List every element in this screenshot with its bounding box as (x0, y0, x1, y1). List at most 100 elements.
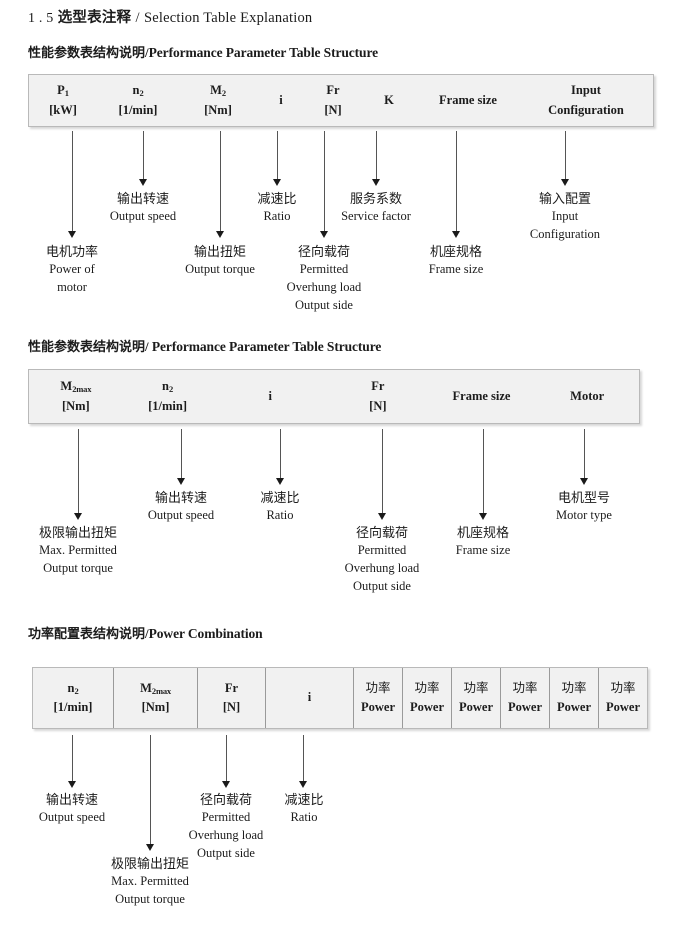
annotation-output-speed-1: 输出转速 Output speed (88, 190, 198, 226)
annotation-output-torque: 输出扭矩 Output torque (165, 243, 275, 279)
leader-line-frame-size (456, 131, 457, 232)
table3-col-i-line1: i (307, 690, 312, 705)
power-combination-table: n2 [1/min] M2max [Nm] Fr [N] i 功率 Power … (32, 667, 648, 729)
table3-col-power-6-cn: 功率 (610, 680, 636, 695)
arrow-motor-type (580, 478, 588, 485)
table1-col-n2-line1: n2 (132, 83, 144, 99)
section3-heading-english: Power Combination (148, 626, 263, 641)
table2-col-frame-size: Frame size (428, 370, 536, 423)
table3-col-power-3-cn: 功率 (463, 680, 489, 695)
leader-line-service-factor (376, 131, 377, 180)
table3-col-power-5-cn: 功率 (561, 680, 587, 695)
annotation-input-configuration-en-2: Configuration (529, 227, 601, 242)
arrow-output-speed (139, 179, 147, 186)
table2-col-fr-line1: Fr (371, 379, 385, 394)
table2-col-fr-line2: [N] (369, 398, 387, 413)
page-title-separator: / (135, 10, 140, 26)
table3-col-n2-line2: [1/min] (53, 700, 93, 714)
section-heading-english: Performance Parameter Table Structure (148, 45, 378, 60)
table1-col-m2: M2 [Nm] (179, 75, 257, 126)
table1-col-frame-size: Frame size (417, 75, 519, 126)
annotation-input-configuration-cn: 输入配置 (538, 191, 591, 206)
annotation-output-speed-en-2: Output speed (147, 508, 215, 523)
table1-col-fr-line1: Fr (326, 83, 340, 98)
annotation-power-of-motor-en-2: motor (57, 280, 87, 295)
annotation-output-speed-cn: 输出转速 (116, 191, 169, 206)
annotation-ratio-en-2: Ratio (266, 508, 294, 523)
annotation-max-output-torque-cn-2: 极限输出扭矩 (38, 525, 117, 540)
table3-col-n2-line1: n2 (67, 680, 79, 696)
arrow-overhung-load-3 (222, 781, 230, 788)
table2-col-n2: n2 [1/min] (123, 370, 213, 423)
table3-col-fr-line2: [N] (222, 700, 241, 714)
table2-col-n2-line2: [1/min] (148, 398, 187, 413)
leader-line-output-speed-3 (72, 735, 73, 782)
table1-col-p1-line2: [kW] (49, 102, 77, 117)
annotation-power-of-motor-en-1: Power of (49, 262, 95, 277)
annotation-overhung-load-en1-3: Permitted (201, 810, 251, 825)
annotation-overhung-load-en-3: Output side (295, 297, 353, 312)
table3-col-m2max-line1: M2max (140, 680, 171, 696)
annotation-overhung-load-en1-2: Permitted (357, 543, 407, 558)
annotation-max-output-torque-en2-3: Output torque (115, 892, 185, 907)
arrow-output-speed-2 (177, 478, 185, 485)
section2-heading-english: Performance Parameter Table Structure (151, 339, 382, 354)
arrow-max-output-torque-2 (74, 513, 82, 520)
table3-col-power-4-en: Power (507, 700, 542, 714)
section2-heading-separator: / (145, 339, 149, 354)
annotation-overhung-load-en2-2: Overhung load (344, 561, 420, 576)
annotation-output-speed-cn-2: 输出转速 (154, 490, 207, 505)
table2-col-m2max-line2: [Nm] (61, 398, 90, 413)
annotation-motor-type-cn: 电机型号 (557, 490, 610, 505)
table1-col-k: K (361, 75, 417, 126)
page-title-chinese: 选型表注释 (57, 10, 132, 26)
arrow-max-output-torque-3 (146, 844, 154, 851)
table3-col-m2max-line2: [Nm] (141, 700, 170, 714)
page-title-number: 1 . 5 (28, 11, 54, 26)
table1-col-n2: n2 [1/min] (97, 75, 179, 126)
annotation-service-factor-en: Service factor (341, 209, 411, 224)
table3-col-power-1-en: Power (360, 700, 395, 714)
annotation-power-of-motor: 电机功率 Power of motor (22, 243, 122, 297)
arrow-ratio-3 (299, 781, 307, 788)
leader-line-overhung-load-3 (226, 735, 227, 782)
leader-line-power-of-motor (72, 131, 73, 232)
leader-line-ratio (277, 131, 278, 180)
leader-line-overhung-load-2 (382, 429, 383, 514)
table1-col-n2-line2: [1/min] (118, 102, 158, 117)
performance-parameter-table-2: M2max [Nm] n2 [1/min] i Fr [N] Frame siz… (28, 369, 640, 424)
table2-col-motor: Motor (535, 370, 639, 423)
section-heading-power-combination: 功率配置表结构说明/Power Combination (28, 623, 263, 642)
arrow-overhung-load (320, 231, 328, 238)
table3-col-power-6-en: Power (605, 700, 640, 714)
section2-heading-chinese: 性能参数表结构说明 (28, 339, 146, 354)
table1-col-frame-size-line1: Frame size (439, 92, 497, 107)
annotation-ratio-3: 减速比 Ratio (265, 791, 343, 827)
annotation-output-speed-2: 输出转速 Output speed (126, 489, 236, 525)
arrow-frame-size-2 (479, 513, 487, 520)
annotation-overhung-load-en-2: Overhung load (286, 280, 362, 295)
performance-parameter-table-1: P1 [kW] n2 [1/min] M2 [Nm] i Fr [N] K Fr… (28, 74, 654, 127)
table2-col-motor-line1: Motor (570, 388, 605, 403)
annotation-ratio-2: 减速比 Ratio (241, 489, 319, 525)
table1-col-fr: Fr [N] (305, 75, 361, 126)
table1-col-i-line1: i (279, 92, 283, 107)
table3-col-m2max: M2max [Nm] (113, 668, 197, 728)
leader-line-max-output-torque-2 (78, 429, 79, 514)
arrow-input-configuration (561, 179, 569, 186)
table1-col-input-configuration: Input Configuration (519, 75, 653, 126)
annotation-ratio-cn-3: 减速比 (284, 792, 324, 807)
annotation-ratio-en-3: Ratio (290, 810, 318, 825)
annotation-max-output-torque-en1-2: Max. Permitted (39, 543, 117, 558)
annotation-overhung-load-2: 径向载荷 Permitted Overhung load Output side (326, 524, 438, 596)
table2-col-m2max: M2max [Nm] (29, 370, 123, 423)
annotation-ratio-cn-2: 减速比 (260, 490, 300, 505)
annotation-output-speed-3: 输出转速 Output speed (18, 791, 126, 827)
table1-col-fr-line2: [N] (324, 102, 342, 117)
annotation-input-configuration-en-1: Input (551, 209, 579, 224)
table3-col-power-4: 功率 Power (500, 668, 549, 728)
leader-line-ratio-2 (280, 429, 281, 479)
annotation-motor-type-en: Motor type (556, 508, 612, 523)
leader-line-motor-type (584, 429, 585, 479)
annotation-frame-size-1: 机座规格 Frame size (404, 243, 508, 279)
